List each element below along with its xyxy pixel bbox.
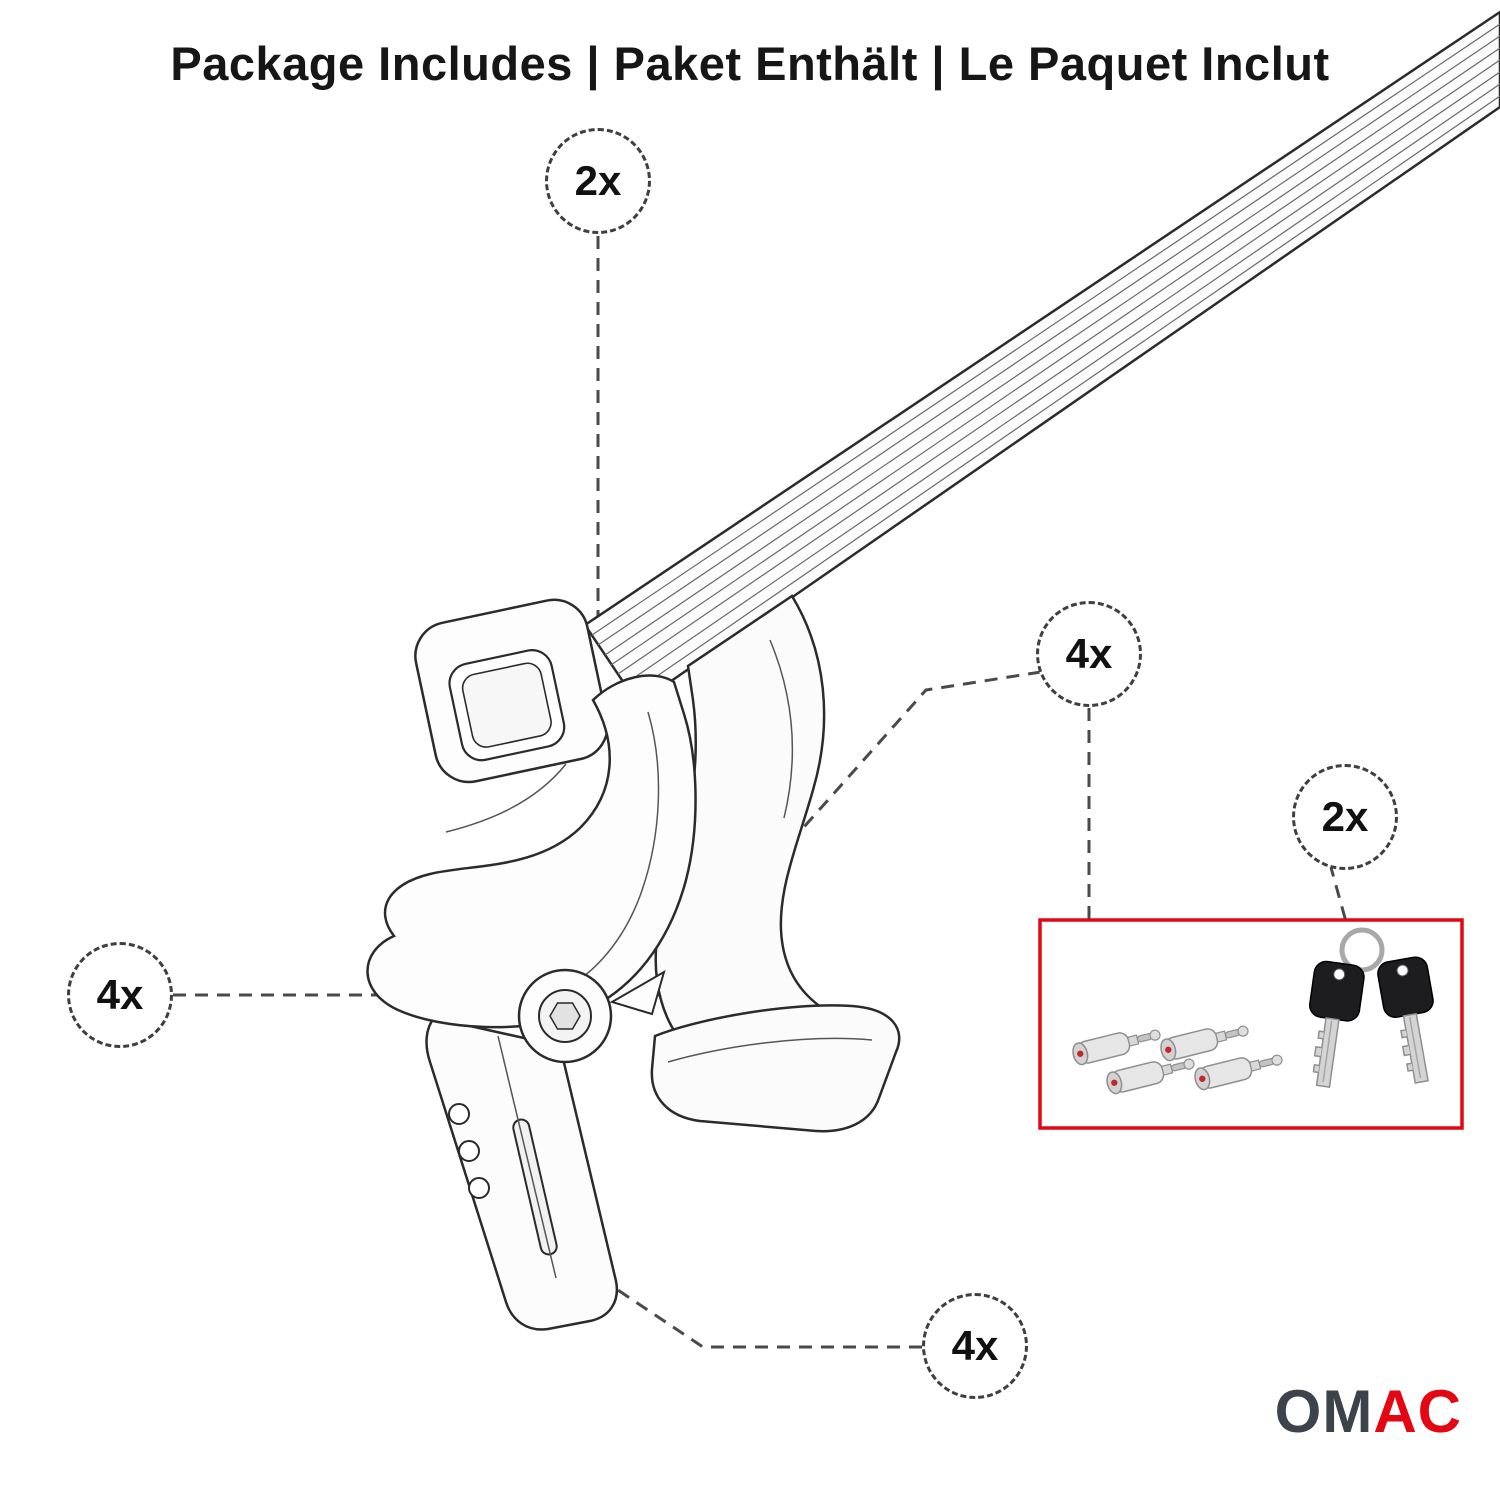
brand-logo: OMAC bbox=[1275, 1382, 1462, 1442]
callout-locks-qty: 4x bbox=[1036, 601, 1142, 707]
callout-clamp-label: 4x bbox=[951, 1322, 999, 1369]
callout-crossbar-qty: 2x bbox=[545, 128, 651, 234]
callout-clamp-qty: 4x bbox=[922, 1293, 1028, 1399]
leader-locks-to-foot bbox=[646, 670, 1042, 1003]
callout-foot-qty: 4x bbox=[67, 942, 173, 1048]
keys-image bbox=[1297, 927, 1448, 1091]
page-title: Package Includes | Paket Enthält | Le Pa… bbox=[170, 37, 1330, 90]
included-hardware-box bbox=[1038, 918, 1464, 1130]
end-cap-drawing bbox=[414, 598, 609, 784]
callout-locks-label: 4x bbox=[1065, 630, 1113, 677]
callout-keys-label: 2x bbox=[1321, 793, 1369, 840]
crossbar-drawing bbox=[583, 10, 1500, 706]
mounting-foot-drawing bbox=[366, 594, 901, 1331]
callout-crossbar-label: 2x bbox=[574, 157, 622, 204]
callout-keys-qty: 2x bbox=[1292, 764, 1398, 870]
brand-logo-ac: AC bbox=[1373, 1378, 1462, 1445]
brand-logo-om: OM bbox=[1274, 1378, 1374, 1445]
callout-foot-label: 4x bbox=[96, 971, 144, 1018]
